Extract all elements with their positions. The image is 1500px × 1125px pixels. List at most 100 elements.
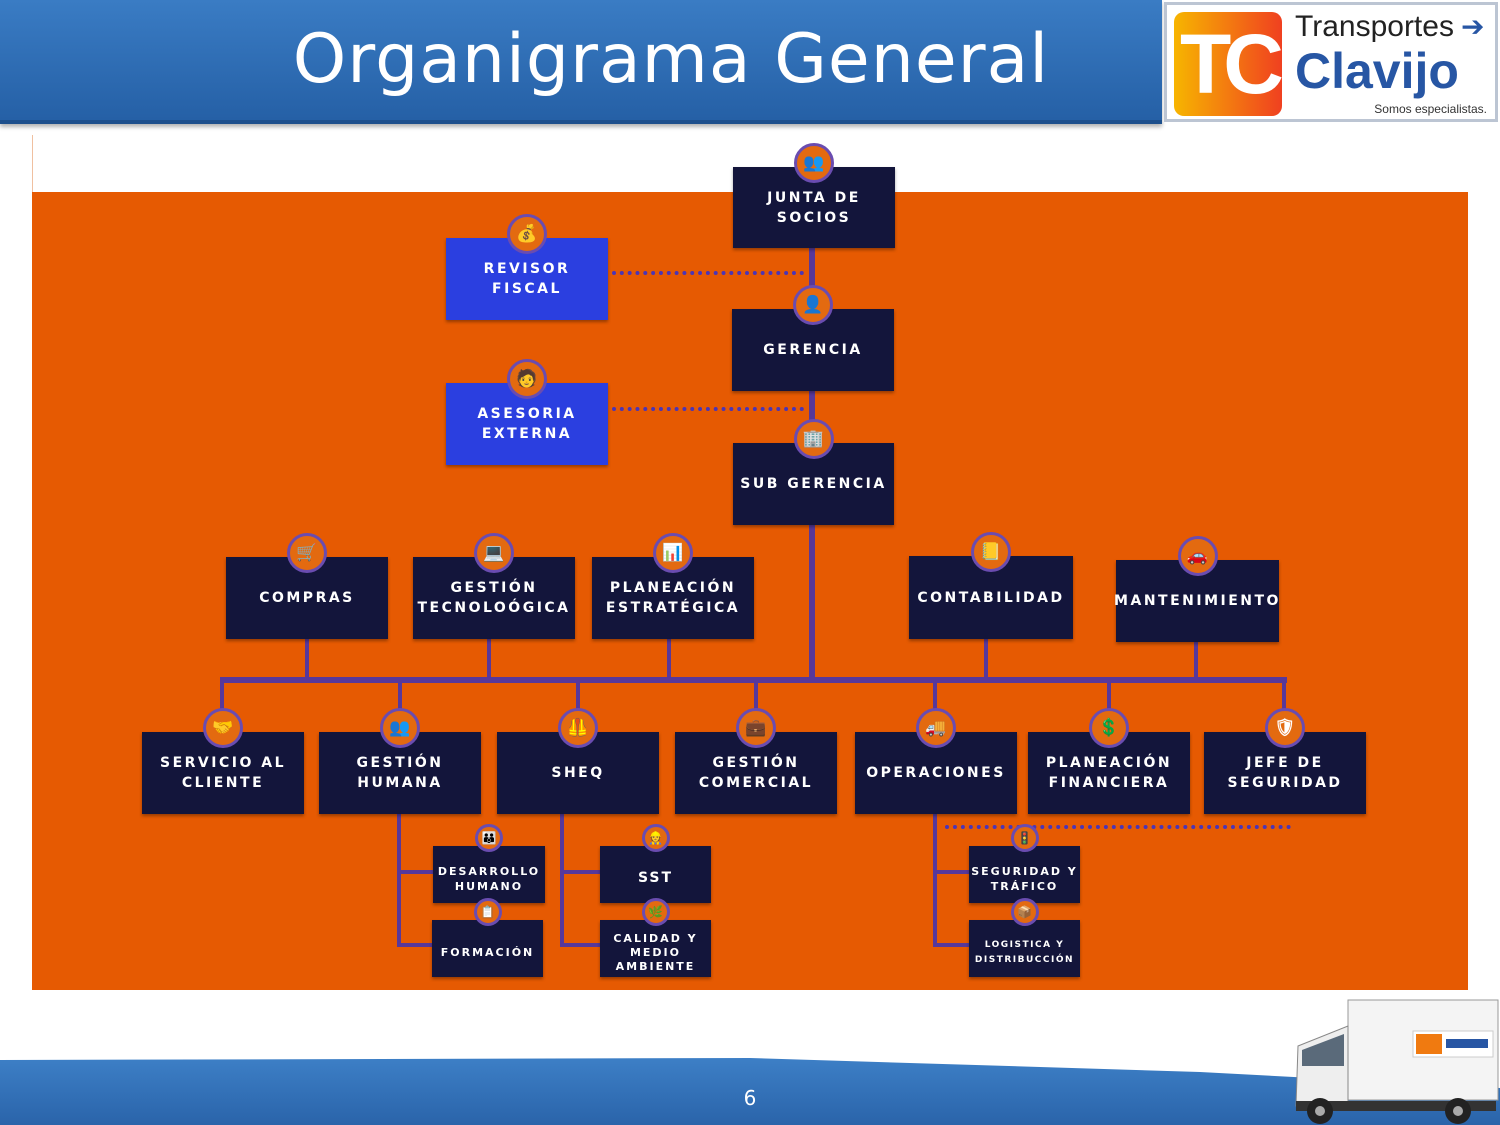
node-formacion: 📋 FORMACIÓN: [432, 898, 543, 977]
node-sst: 👷 SST: [600, 824, 711, 903]
sales-icon: 💼: [736, 708, 776, 748]
connector: [933, 814, 937, 947]
node-gestion-tecnologica: 💻 GESTIÓN TECNOLOÓGICA: [413, 533, 575, 639]
connector: [560, 814, 564, 947]
node-sub-gerencia: 🏢 SUB GERENCIA: [733, 419, 894, 525]
logo-tagline: Somos especialistas.: [1374, 102, 1487, 116]
node-label: SERVICIO AL CLIENTE: [160, 755, 286, 791]
advisor-icon: 🧑: [507, 359, 547, 399]
ledger-icon: 📒: [971, 532, 1011, 572]
node-gestion-humana: 👥GESTIÓN HUMANA: [319, 708, 481, 814]
node-compras: 🛒COMPRAS: [226, 533, 388, 639]
node-revisor-fiscal: 💰 REVISOR FISCAL: [446, 214, 608, 320]
node-label: JUNTA DE SOCIOS: [767, 189, 861, 226]
training-icon: 📋: [473, 898, 502, 926]
node-sheq: 🦺 SHEQ: [497, 708, 659, 814]
connector-bus: [220, 677, 1287, 683]
connector: [487, 639, 491, 679]
connector: [933, 943, 969, 947]
node-mantenimiento: 🚗 MANTENIMIENTO: [1114, 536, 1281, 642]
arrow-right-icon: ➔: [1461, 10, 1485, 43]
page-number: 6: [743, 1086, 757, 1110]
finance-icon: 💲: [1089, 708, 1129, 748]
operations-icon: 🚚: [916, 708, 956, 748]
connector: [397, 814, 401, 947]
node-label: MANTENIMIENTO: [1114, 593, 1281, 609]
node-label: FORMACIÓN: [440, 946, 535, 959]
connector: [576, 680, 580, 732]
connector: [984, 639, 988, 679]
car-icon: 🚗: [1177, 536, 1218, 576]
truck-icon: [1295, 999, 1499, 1124]
customer-service-icon: 🤝: [203, 708, 243, 748]
header-bar: Organigrama General: [0, 0, 1162, 124]
environment-icon: 🌿: [641, 898, 670, 926]
connector: [220, 680, 224, 732]
node-junta-de-socios: 👥 JUNTA DE SOCIOS: [733, 143, 895, 248]
growth-icon: 👪: [475, 824, 503, 852]
traffic-icon: 🚦: [1010, 824, 1039, 852]
node-label: PLANEACIÓN ESTRATÉGICA: [605, 580, 741, 616]
node-planeacion-financiera: 💲 PLANEACIÓN FINANCIERA: [1028, 708, 1190, 814]
connector: [398, 680, 402, 732]
connector: [667, 639, 671, 679]
connector-dotted-seguridad: [945, 825, 1291, 829]
node-label: GESTIÓN COMERCIAL: [698, 755, 814, 791]
node-label: GERENCIA: [763, 342, 863, 358]
board-icon: 👥: [794, 143, 834, 183]
node-label: GESTIÓN HUMANA: [356, 755, 444, 791]
node-contabilidad: 📒 CONTABILIDAD: [909, 532, 1073, 639]
hierarchy-icon: 🏢: [793, 419, 834, 459]
node-label: SUB GERENCIA: [740, 476, 887, 492]
node-asesoria-externa: 🧑 ASESORIA EXTERNA: [446, 359, 608, 465]
node-desarrollo-humano: 👪 DESARROLLO HUMANO: [433, 824, 545, 903]
node-label: DESARROLLO HUMANO: [437, 864, 541, 893]
node-seguridad-y-trafico: 🚦 SEGURIDAD Y TRÁFICO: [969, 824, 1080, 903]
node-label: SST: [637, 870, 674, 886]
connector: [397, 943, 433, 947]
connector: [1282, 680, 1286, 732]
node-label: SEGURIDAD Y TRÁFICO: [971, 864, 1078, 893]
node-label: LOGISTICA Y DISTRIBUCCIÓN: [974, 939, 1075, 965]
company-logo: TC Transportes ➔ Clavijo Somos especiali…: [1164, 2, 1498, 122]
node-gestion-comercial: 💼 GESTIÓN COMERCIAL: [675, 708, 837, 814]
node-label: CONTABILIDAD: [917, 589, 1065, 606]
manager-icon: 👤: [793, 285, 833, 325]
node-operaciones: 🚚 OPERACIONES: [855, 708, 1017, 814]
logo-line2: Clavijo: [1295, 43, 1459, 99]
money-icon: 💰: [507, 214, 547, 254]
strategy-icon: 📊: [653, 533, 693, 573]
logistics-icon: 📦: [1010, 898, 1039, 926]
node-label: ASESORIA EXTERNA: [477, 406, 577, 442]
connector: [560, 943, 600, 947]
node-servicio-al-cliente: 🤝 SERVICIO AL CLIENTE: [142, 708, 304, 814]
node-label: REVISOR FISCAL: [483, 261, 571, 297]
connector-dotted-asesoria: [612, 407, 804, 411]
connector: [933, 870, 969, 874]
connector: [1107, 680, 1111, 732]
connector: [1194, 642, 1198, 679]
node-label: COMPRAS: [259, 590, 355, 606]
connector: [560, 870, 600, 874]
connector: [754, 680, 758, 732]
computer-icon: 💻: [474, 533, 514, 573]
node-label: CALIDAD Y MEDIO AMBIENTE: [613, 931, 698, 973]
node-gerencia: 👤 GERENCIA: [732, 285, 894, 391]
node-jefe-de-seguridad: 🛡 JEFE DE SEGURIDAD: [1204, 708, 1366, 814]
divider: [32, 135, 33, 192]
connector-dotted-revisor: [612, 271, 804, 275]
shield-icon: 🛡: [1265, 708, 1305, 748]
node-label: OPERACIONES: [866, 765, 1006, 781]
worker-icon: 👷: [641, 824, 670, 852]
connector: [397, 870, 433, 874]
node-logistica-y-distribucion: 📦 LOGISTICA Y DISTRIBUCCIÓN: [969, 898, 1080, 977]
node-label: SHEQ: [551, 765, 605, 781]
node-label: PLANEACIÓN FINANCIERA: [1045, 755, 1173, 791]
logo-mark: TC: [1174, 12, 1284, 116]
connector: [305, 639, 309, 679]
node-label: JEFE DE SEGURIDAD: [1227, 755, 1343, 791]
node-label: GESTIÓN TECNOLOÓGICA: [417, 580, 571, 616]
safety-icon: 🦺: [558, 708, 598, 748]
node-calidad-medio-ambiente: 🌿 CALIDAD Y MEDIO AMBIENTE: [600, 898, 711, 977]
node-planeacion-estrategica: 📊 PLANEACIÓN ESTRATÉGICA: [592, 533, 754, 639]
